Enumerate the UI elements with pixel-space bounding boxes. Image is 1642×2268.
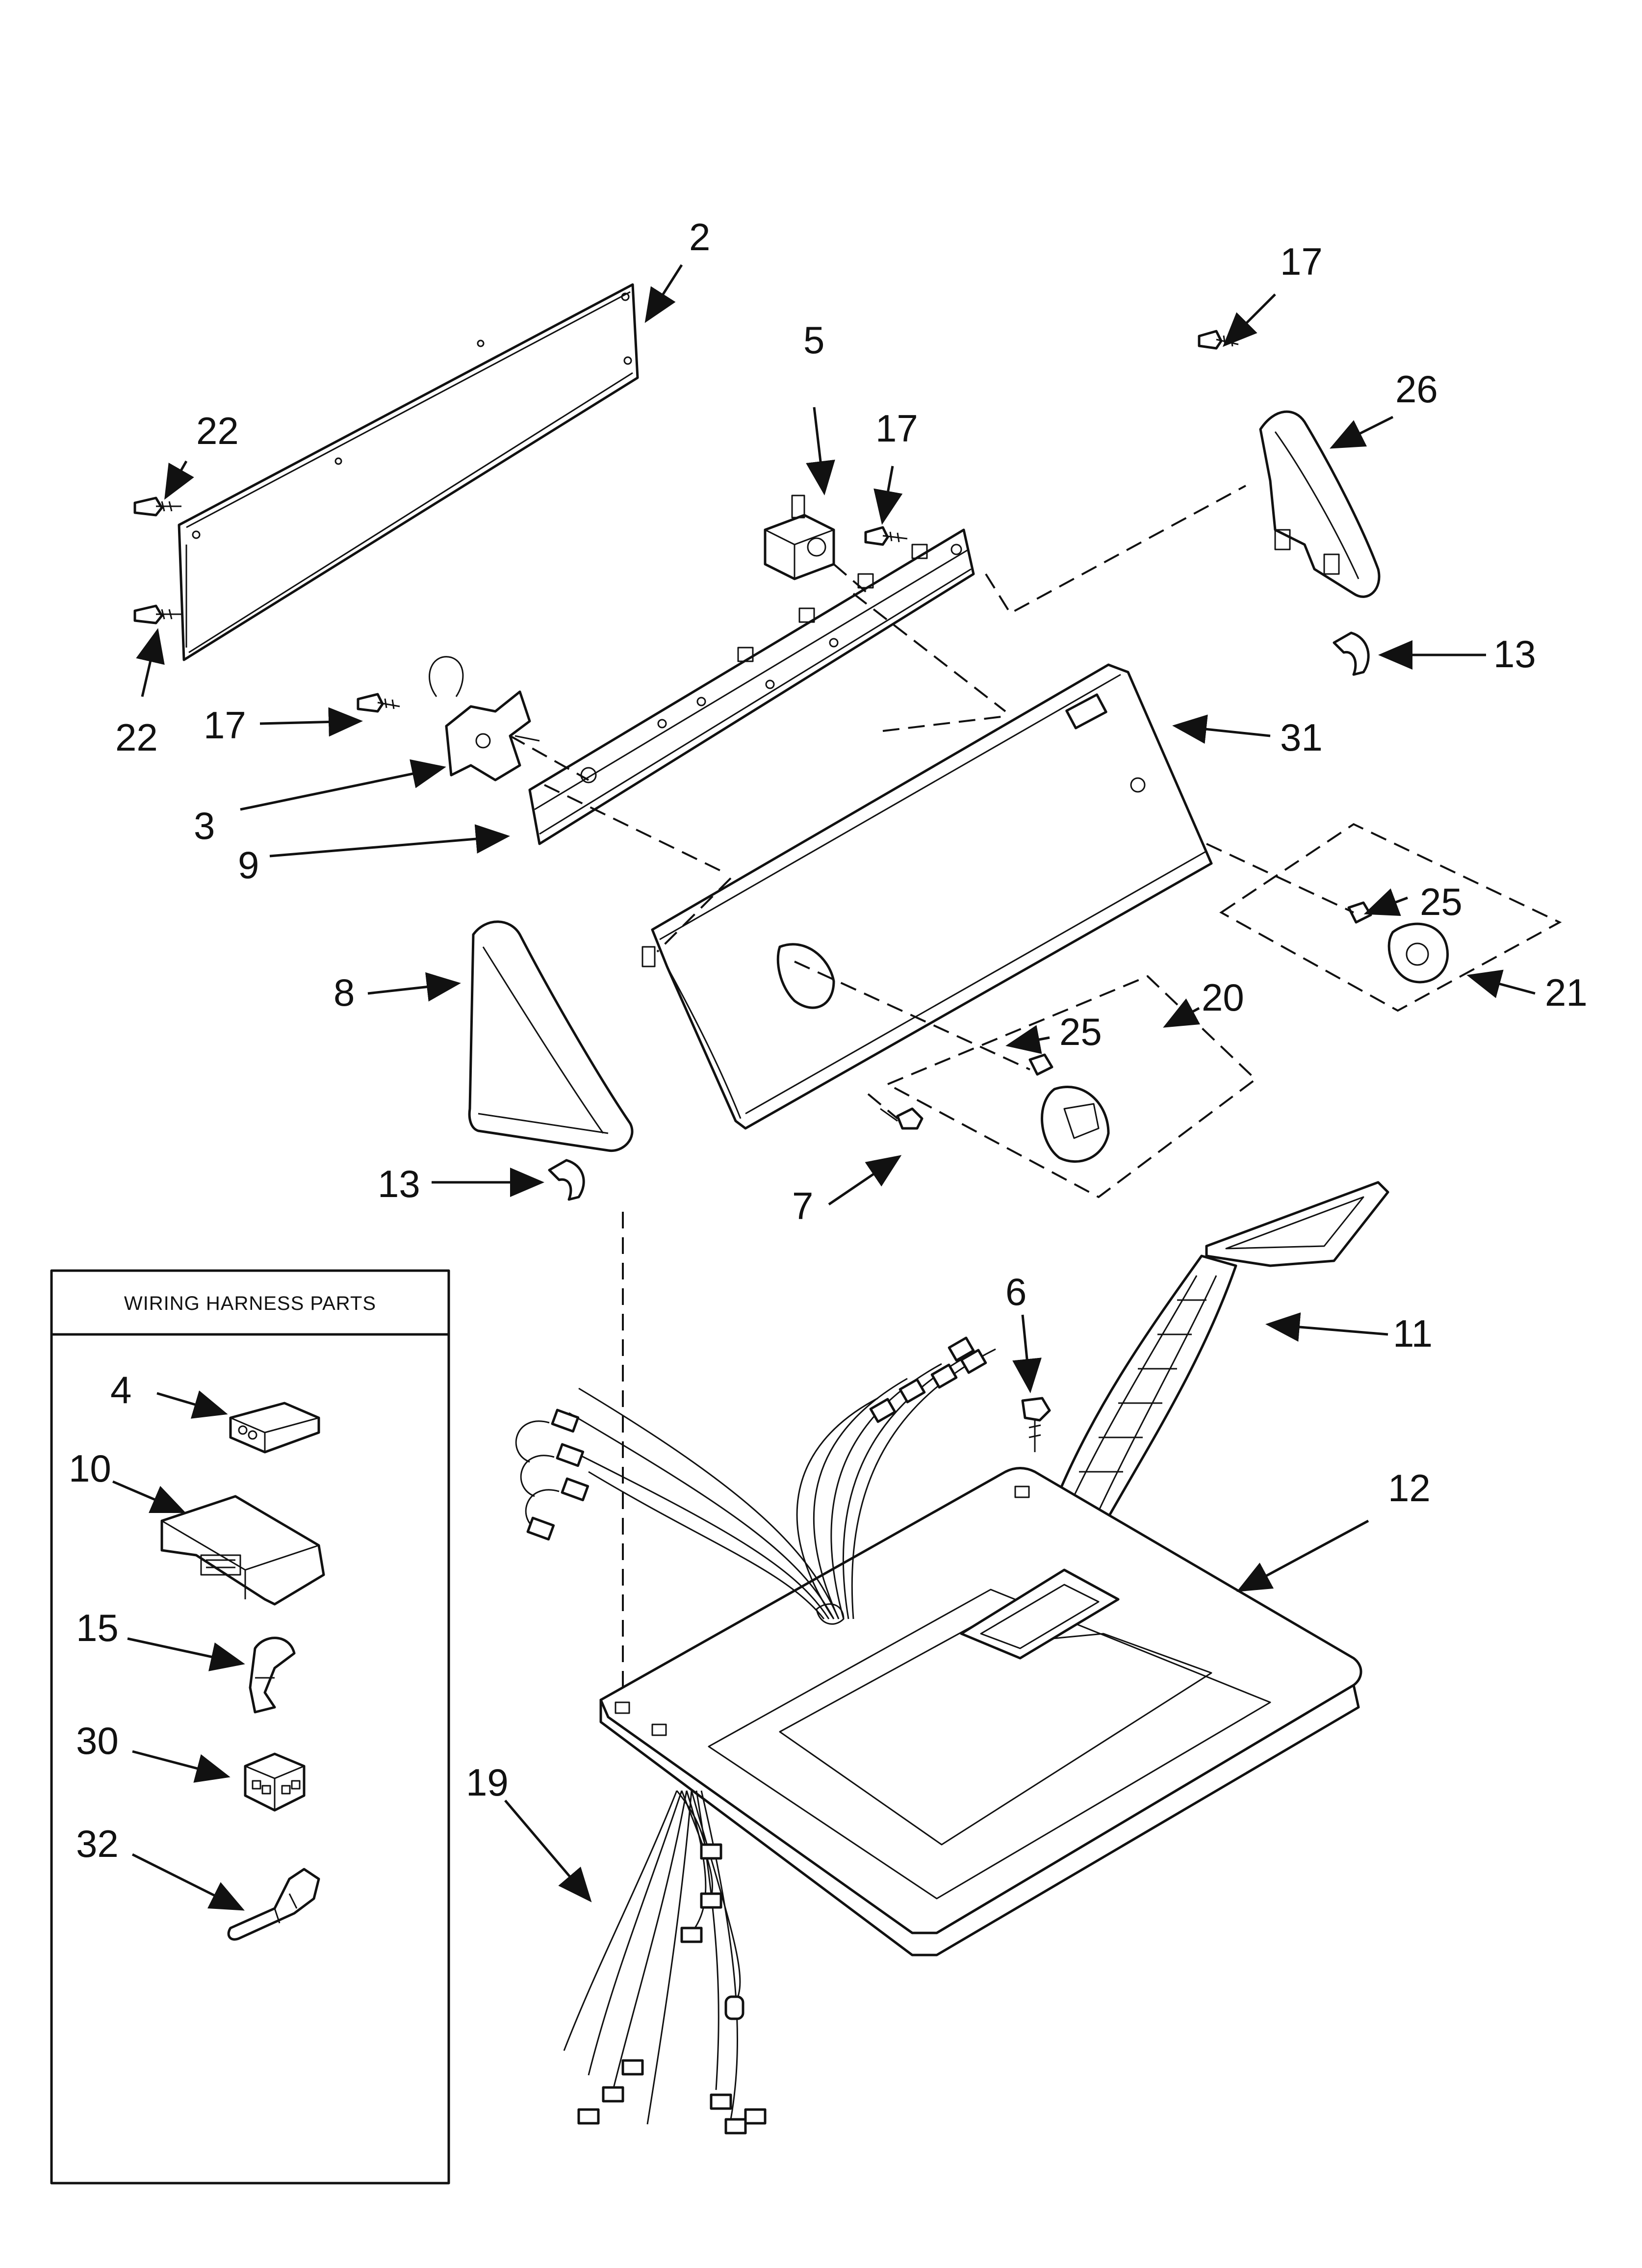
callout-9: 9	[238, 843, 259, 886]
lint-screen-part-11	[1048, 1181, 1389, 1527]
end-cap-part-26	[1259, 410, 1381, 598]
terminal-part-32	[227, 1868, 320, 1941]
end-cap-part-8	[468, 920, 634, 1152]
callout-17-left: 17	[204, 704, 246, 747]
callout-17-right: 17	[1280, 240, 1323, 283]
callout-12: 12	[1388, 1466, 1431, 1510]
control-bracket-part-9	[528, 528, 975, 845]
callout-26: 26	[1395, 367, 1438, 411]
screw-17-middle	[864, 526, 908, 546]
screw-17-right	[1198, 330, 1239, 350]
screw-6	[1021, 1397, 1051, 1452]
callout-17-middle: 17	[875, 407, 918, 450]
wiring-harness-upper	[515, 1336, 996, 1619]
callout-25-right: 25	[1420, 880, 1462, 923]
callout-8: 8	[334, 971, 355, 1014]
callout-31: 31	[1280, 716, 1323, 759]
callout-22-lower: 22	[115, 716, 158, 759]
connector-part-4	[229, 1402, 320, 1454]
inset-callout-10: 10	[69, 1447, 111, 1490]
inset-callout-30: 30	[76, 1719, 119, 1762]
knob-insert-25-left	[1028, 1053, 1053, 1076]
screw-22-lower	[133, 604, 181, 625]
screw-22-upper	[133, 496, 181, 517]
top-panel-part-12	[599, 1467, 1362, 1956]
screw-7	[880, 1107, 924, 1130]
callout-7: 7	[792, 1184, 813, 1227]
timer-part-3	[429, 656, 540, 782]
rear-panel-part	[178, 283, 639, 661]
wiring-harness-part-19	[563, 1790, 767, 2135]
callout-22-upper: 22	[196, 409, 239, 452]
callout-13-right: 13	[1493, 632, 1536, 676]
callout-20: 20	[1202, 976, 1244, 1019]
callout-11: 11	[1393, 1312, 1433, 1355]
connector-part-30	[244, 1752, 306, 1812]
callout-2: 2	[689, 215, 710, 259]
screw-17-left	[357, 693, 400, 713]
callout-6: 6	[1005, 1270, 1026, 1313]
callout-13-left: 13	[378, 1162, 420, 1205]
callout-labels: 2 5 17 17 26 22 22 17 3 9 13 31 25 21 20…	[69, 215, 1588, 1865]
inset-callout-32: 32	[76, 1822, 119, 1865]
callout-19: 19	[466, 1761, 509, 1804]
knob-kit-part-20	[885, 975, 1257, 1199]
leader-arrows	[112, 264, 1536, 1911]
callout-3: 3	[194, 804, 215, 847]
wiring-harness-parts-box: WIRING HARNESS PARTS	[50, 1269, 450, 2185]
clip-part-15	[249, 1637, 296, 1714]
callout-25-left: 25	[1059, 1010, 1102, 1053]
callout-5: 5	[803, 318, 824, 362]
knob-kit-part-21	[1219, 823, 1562, 1012]
inset-callout-15: 15	[76, 1606, 119, 1649]
connector-block-part-10	[160, 1495, 325, 1606]
inset-callout-4: 4	[110, 1368, 131, 1411]
callout-21: 21	[1545, 971, 1588, 1014]
clip-13-left	[548, 1159, 585, 1201]
inset-box-title: WIRING HARNESS PARTS	[124, 1293, 376, 1314]
clip-13-right	[1333, 631, 1370, 676]
switch-part-5	[764, 495, 835, 580]
control-console-part-31	[641, 663, 1213, 1130]
